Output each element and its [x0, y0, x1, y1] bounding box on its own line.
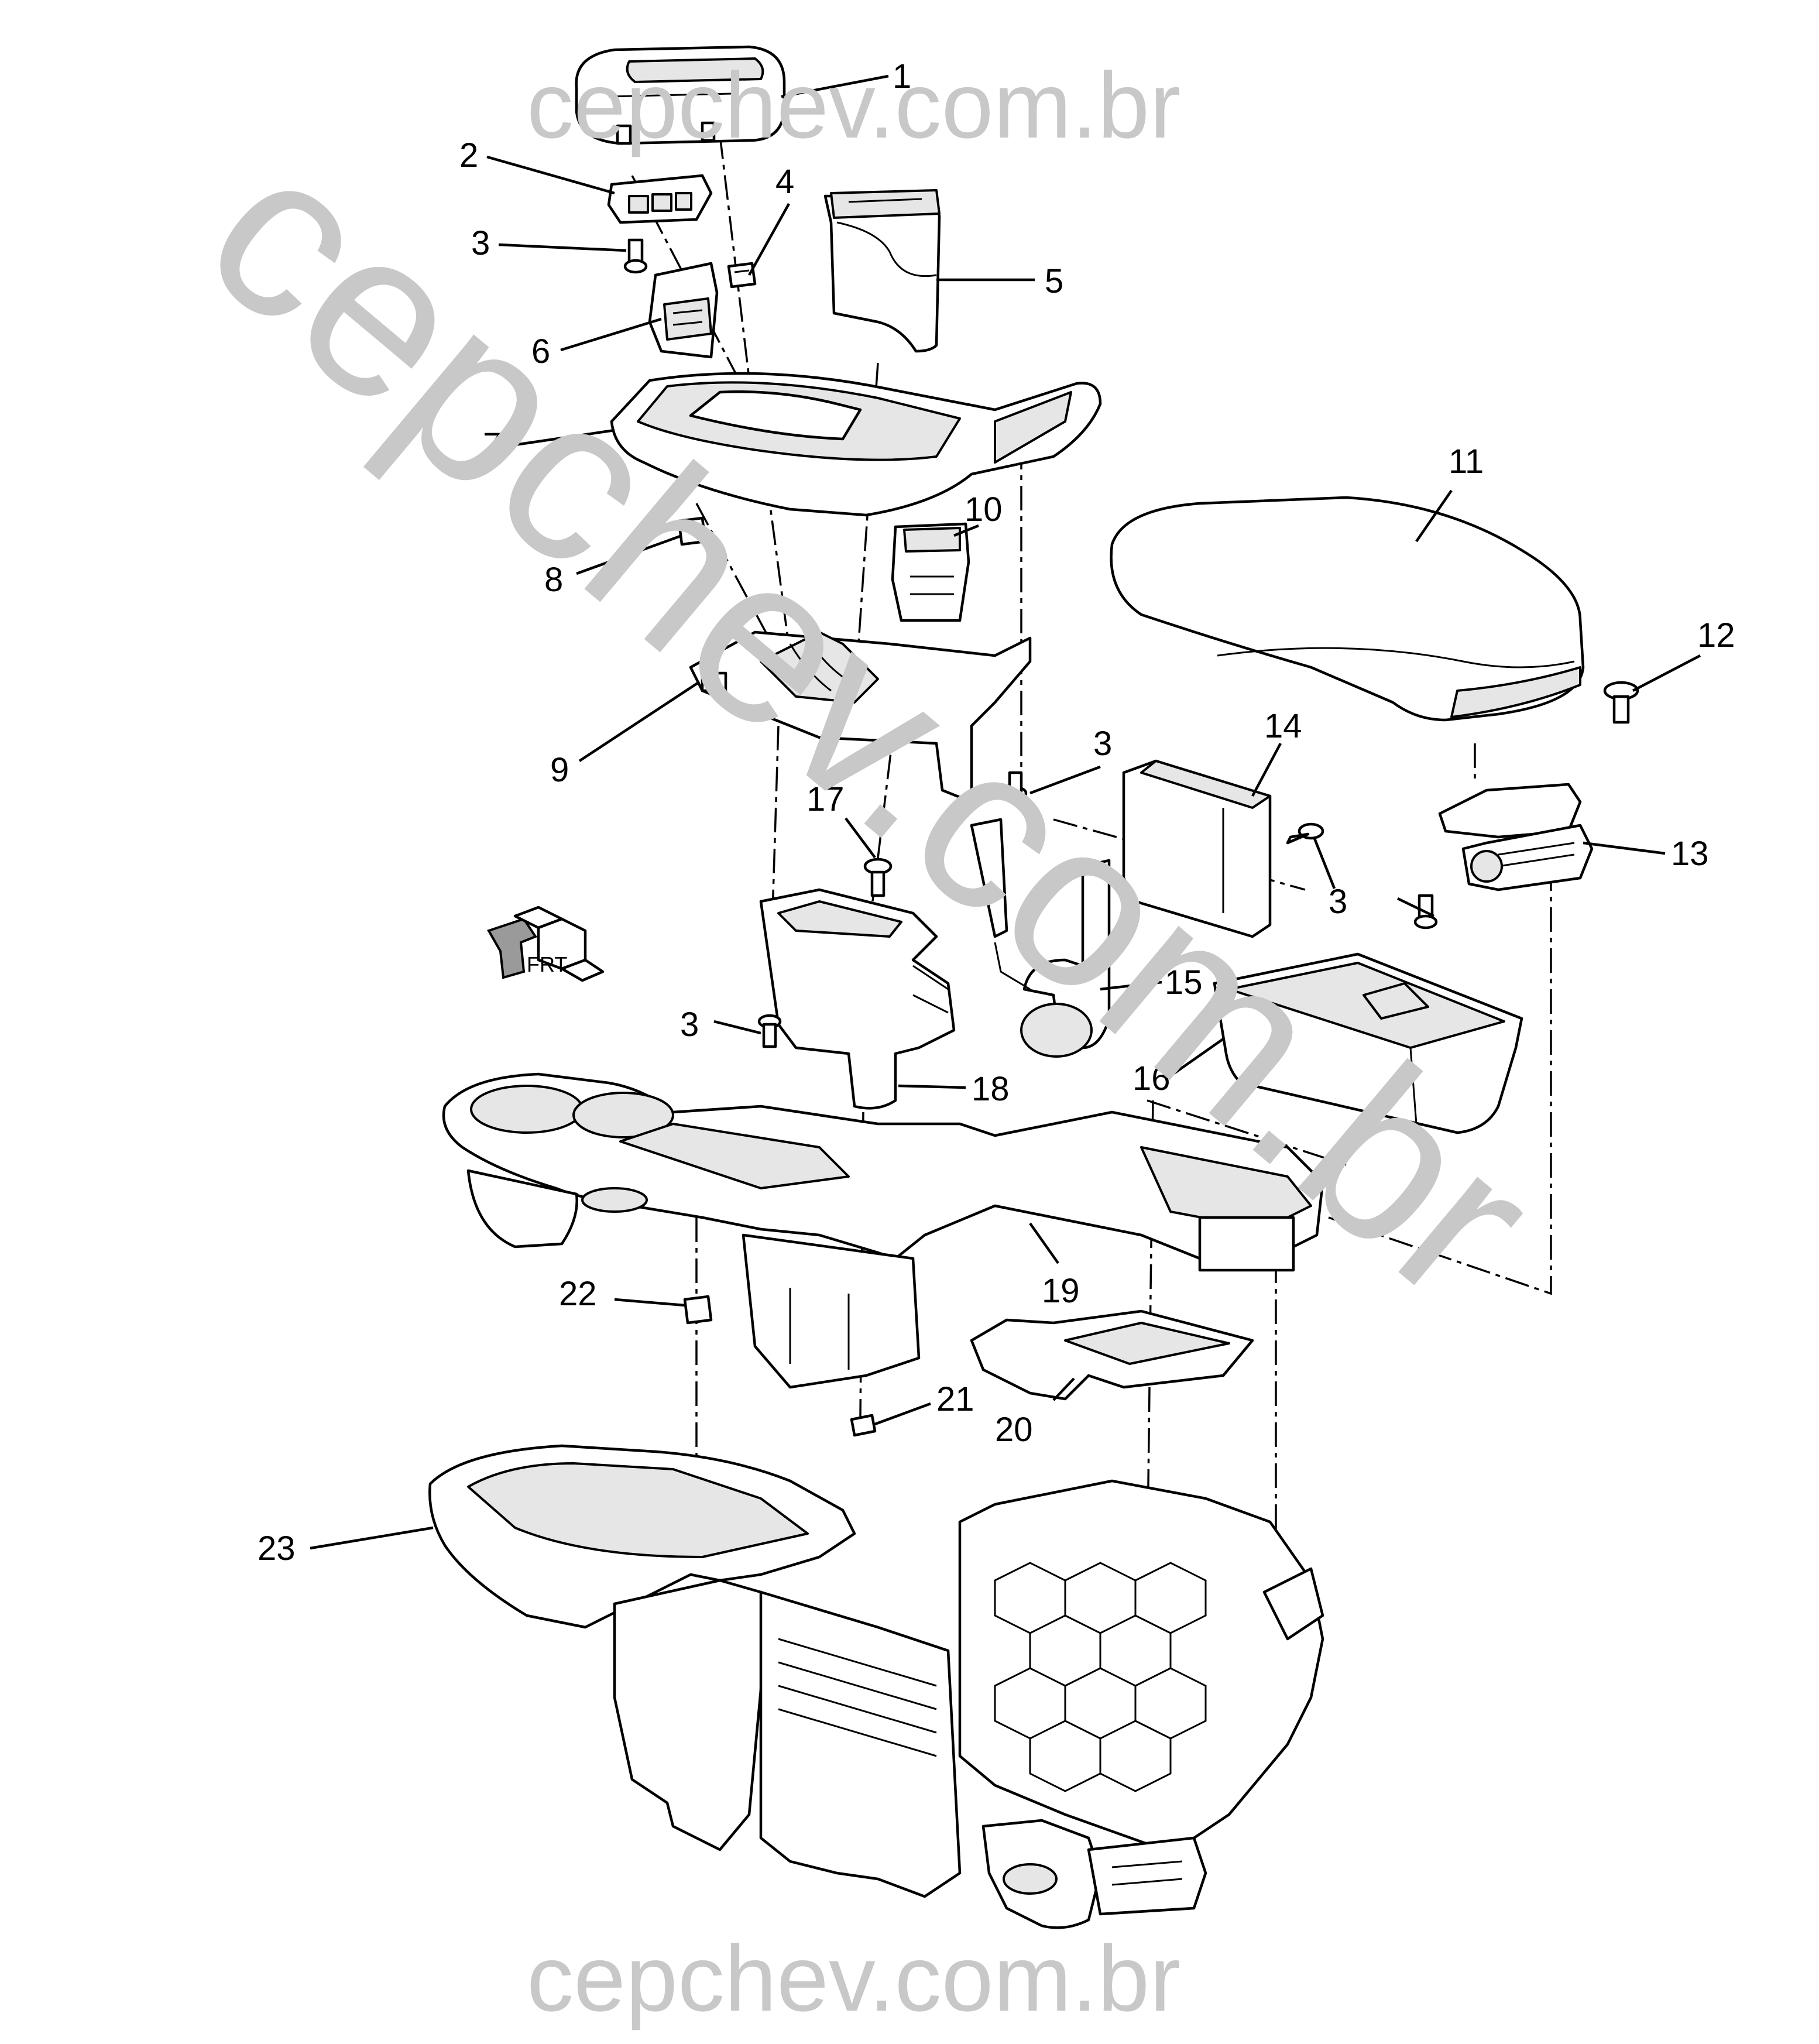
part-2-switch-bracket	[607, 174, 713, 224]
callout-7: 7	[483, 426, 502, 464]
callout-12: 12	[1697, 616, 1735, 654]
part-19-console-upper	[442, 1072, 1324, 1389]
callout-14: 14	[1264, 707, 1302, 745]
callout-19: 19	[1042, 1272, 1080, 1310]
part-21-clip	[850, 1414, 877, 1437]
callout-6: 6	[531, 332, 550, 371]
part-17-screw	[863, 858, 893, 897]
part-9-bracket	[689, 630, 1032, 804]
watermark-top: cepchev.com.br	[527, 53, 1181, 157]
part-11-armrest-lid	[1110, 496, 1585, 722]
callout-3-b: 3	[1329, 883, 1347, 921]
callout-21: 21	[936, 1380, 974, 1418]
callout-20: 20	[995, 1411, 1033, 1449]
part-15-bracket	[970, 818, 1111, 1058]
callout-2: 2	[459, 136, 478, 174]
part-23-console-base	[428, 1444, 1324, 1929]
callout-leaders	[310, 74, 1701, 1550]
callout-17: 17	[806, 780, 845, 818]
callout-labels: 1 2 3 4 5 6 7 8 9 10 11 12 13 14 3 3 15 …	[258, 57, 1735, 1568]
callout-9: 9	[550, 751, 569, 789]
part-20-tray	[970, 1309, 1254, 1401]
part-6-switch	[648, 262, 719, 359]
callout-3-a: 3	[471, 224, 490, 262]
part-13-hinge	[1438, 783, 1594, 891]
callout-11: 11	[1449, 443, 1484, 481]
part-4-clip	[727, 262, 757, 289]
callout-16: 16	[1132, 1059, 1171, 1098]
callout-4: 4	[775, 163, 794, 201]
callout-13: 13	[1671, 835, 1709, 873]
part-14-module	[1122, 759, 1272, 938]
callout-3-d: 3	[680, 1006, 699, 1044]
callout-22: 22	[559, 1275, 597, 1313]
callout-3-c: 3	[1093, 725, 1112, 763]
part-3-screw-e	[757, 1014, 782, 1048]
callout-10: 10	[965, 491, 1003, 529]
callout-18: 18	[972, 1070, 1010, 1108]
callout-1: 1	[893, 57, 911, 95]
callout-23: 23	[258, 1529, 296, 1568]
part-3-screw-a	[623, 238, 648, 274]
part-22-clip	[683, 1295, 713, 1325]
part-3-screw-c	[1286, 822, 1324, 845]
watermark-bottom: cepchev.com.br	[527, 1926, 1181, 2031]
part-12-screw	[1603, 681, 1639, 724]
part-16-storage-tray	[1213, 952, 1523, 1134]
part-18-housing	[759, 888, 956, 1110]
part-3-screw-d	[1003, 771, 1028, 801]
part-5-bezel	[823, 189, 941, 353]
part-10-switch	[891, 522, 970, 622]
callout-5: 5	[1045, 262, 1063, 300]
callout-8: 8	[544, 561, 563, 599]
frt-arrow-icon	[487, 906, 605, 982]
callout-15: 15	[1165, 963, 1203, 1002]
frt-label: FRT	[527, 952, 567, 976]
part-7-console-trim	[610, 372, 1102, 517]
parts	[428, 45, 1639, 1929]
